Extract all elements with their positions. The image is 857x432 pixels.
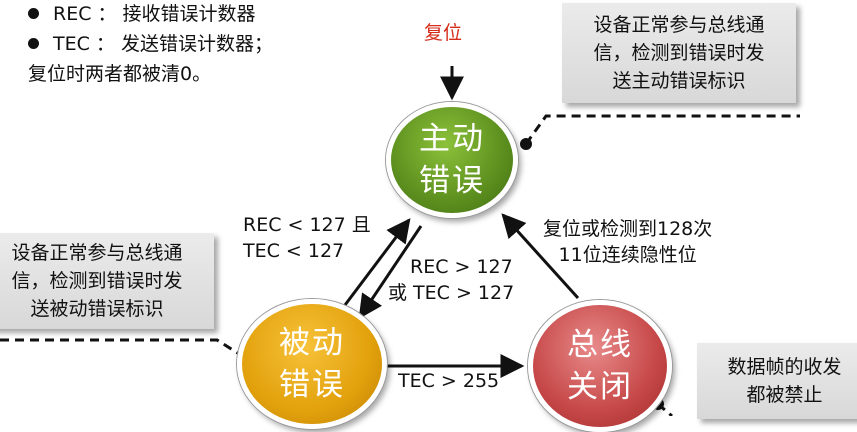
arrow-busoff-to-active — [501, 213, 580, 300]
note-passive: 设备正常参与总线通 信，检测到错误时发 送被动错误标识 — [0, 233, 214, 329]
bullet-icon — [28, 38, 39, 49]
callout-dot-active — [520, 138, 532, 150]
reset-label: 复位 — [424, 22, 463, 44]
legend-item-rec: REC ： 接收错误计数器 — [0, 0, 256, 28]
label-passive-to-active: REC < 127 且 TEC < 127 — [243, 214, 371, 262]
note-busoff: 数据帧的收发 都被禁止 — [697, 343, 857, 419]
state-bus-off: 总线 关闭 — [528, 300, 672, 432]
state-active-error: 主动 错误 — [386, 102, 518, 218]
label-busoff-to-active: 复位或检测到128次 11位连续隐性位 — [543, 218, 713, 266]
legend-reset-note: 复位时两者都被清0。 — [28, 63, 212, 85]
callout-line-passive — [0, 338, 253, 364]
arrow-passive-to-active — [343, 218, 411, 306]
state-passive-error: 被动 错误 — [237, 299, 387, 429]
legend-item-tec: TEC ： 发送错误计数器； — [0, 30, 273, 58]
arrow-active-to-passive — [358, 225, 423, 319]
callout-line-active — [524, 114, 800, 145]
note-active: 设备正常参与总线通 信，检测到错误时发 送主动错误标识 — [562, 3, 796, 103]
bullet-icon — [28, 8, 39, 19]
label-passive-to-busoff: TEC > 255 — [398, 370, 500, 392]
label-active-to-passive: REC > 127 或 TEC > 127 — [388, 256, 515, 304]
